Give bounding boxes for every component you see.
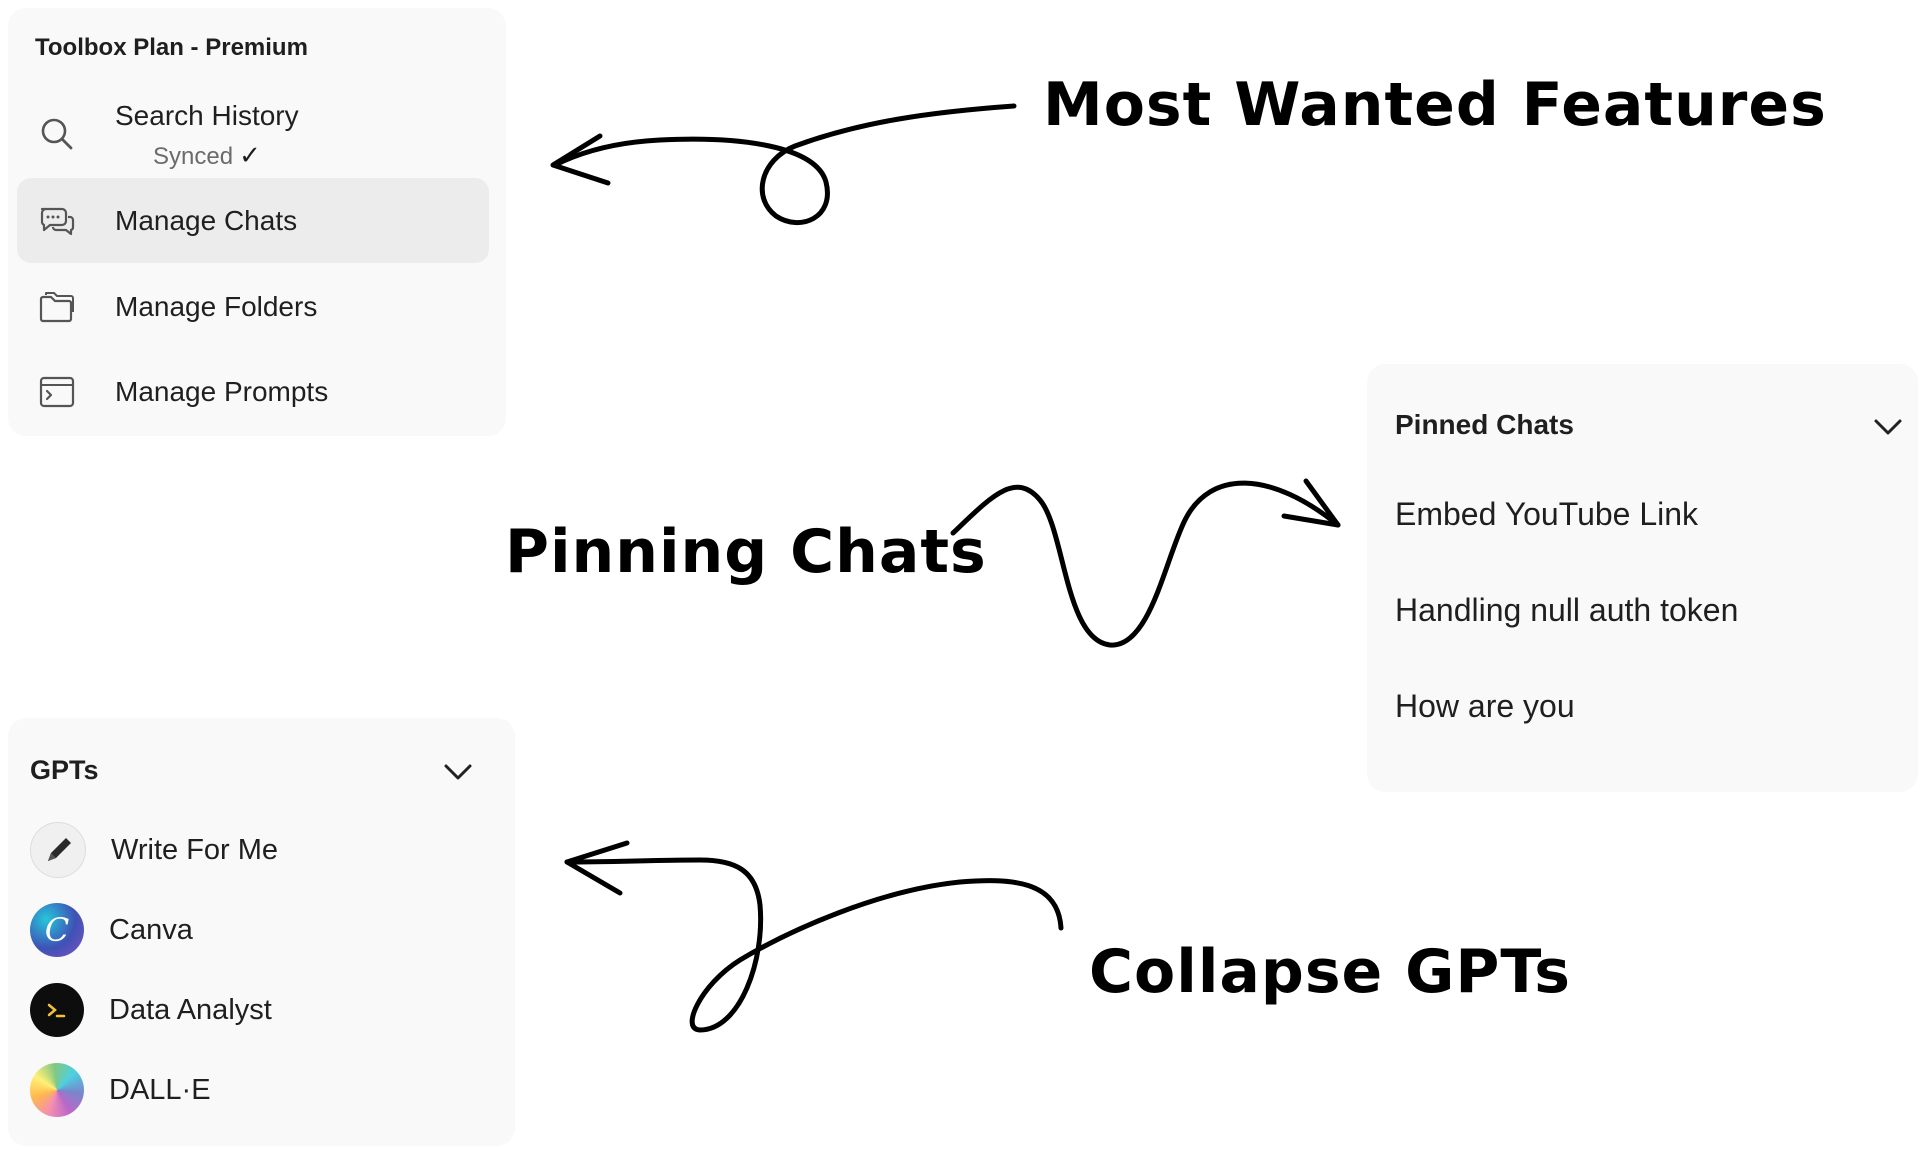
sync-status-label: Synced (153, 143, 234, 170)
toolbox-panel: Toolbox Plan - Premium Search History Sy… (8, 8, 506, 436)
pen-icon (30, 822, 86, 878)
gpt-item-dall-e[interactable]: DALL·E (30, 1062, 211, 1118)
pinned-chat-item[interactable]: Handling null auth token (1395, 592, 1739, 628)
check-icon: ✓ (239, 140, 261, 170)
search-history-label: Search History (115, 100, 299, 131)
toolbox-title: Toolbox Plan - Premium (35, 34, 308, 61)
gpt-label: DALL·E (109, 1073, 211, 1106)
folder-icon (37, 287, 77, 327)
arrow-collapse (564, 857, 1064, 1033)
gpt-item-write-for-me[interactable]: Write For Me (30, 822, 278, 878)
pinned-chats-panel: Pinned Chats Embed YouTube Link Handling… (1367, 364, 1918, 792)
manage-prompts-item[interactable]: Manage Prompts (17, 349, 489, 434)
chevron-down-icon[interactable] (442, 762, 474, 782)
canva-logo-icon: C (30, 903, 84, 957)
gpt-label: Data Analyst (109, 993, 272, 1026)
annotation-most-wanted-features: Most Wanted Features (1043, 70, 1827, 140)
svg-text:C: C (45, 911, 69, 949)
gpt-item-canva[interactable]: C Canva (30, 902, 193, 958)
pinned-chat-item[interactable]: How are you (1395, 688, 1575, 724)
chat-bubbles-icon (37, 201, 77, 241)
prompt-terminal-icon (37, 372, 77, 412)
gpt-item-data-analyst[interactable]: Data Analyst (30, 982, 272, 1038)
gpts-panel: GPTs Write For Me C Canva Data Analyst D… (8, 718, 515, 1146)
arrow-most-wanted (552, 103, 1017, 226)
manage-folders-label: Manage Folders (115, 290, 318, 322)
color-wheel-icon (30, 1063, 84, 1117)
manage-prompts-label: Manage Prompts (115, 375, 329, 407)
gpt-label: Write For Me (111, 833, 279, 866)
annotation-pinning-chats: Pinning Chats (505, 517, 987, 587)
gpts-title: GPTs (30, 755, 99, 785)
manage-chats-label: Manage Chats (115, 204, 298, 236)
arrow-pinning (950, 480, 1341, 648)
pinned-chat-item[interactable]: Embed YouTube Link (1395, 496, 1699, 532)
arrowhead-pinning (1281, 478, 1341, 528)
arrowhead-collapse (564, 840, 630, 896)
sync-status: Synced✓ (153, 140, 261, 171)
gpt-label: Canva (109, 913, 193, 946)
pinned-chats-title: Pinned Chats (1395, 409, 1574, 440)
arrowhead-most-wanted (550, 133, 611, 186)
manage-chats-item[interactable]: Manage Chats (17, 178, 489, 263)
chevron-down-icon[interactable] (1872, 417, 1904, 437)
manage-folders-item[interactable]: Manage Folders (17, 264, 489, 349)
search-history-item[interactable]: Search History Synced✓ (17, 88, 489, 180)
annotation-collapse-gpts: Collapse GPTs (1089, 937, 1572, 1007)
terminal-icon (30, 983, 84, 1037)
search-icon (37, 114, 77, 154)
